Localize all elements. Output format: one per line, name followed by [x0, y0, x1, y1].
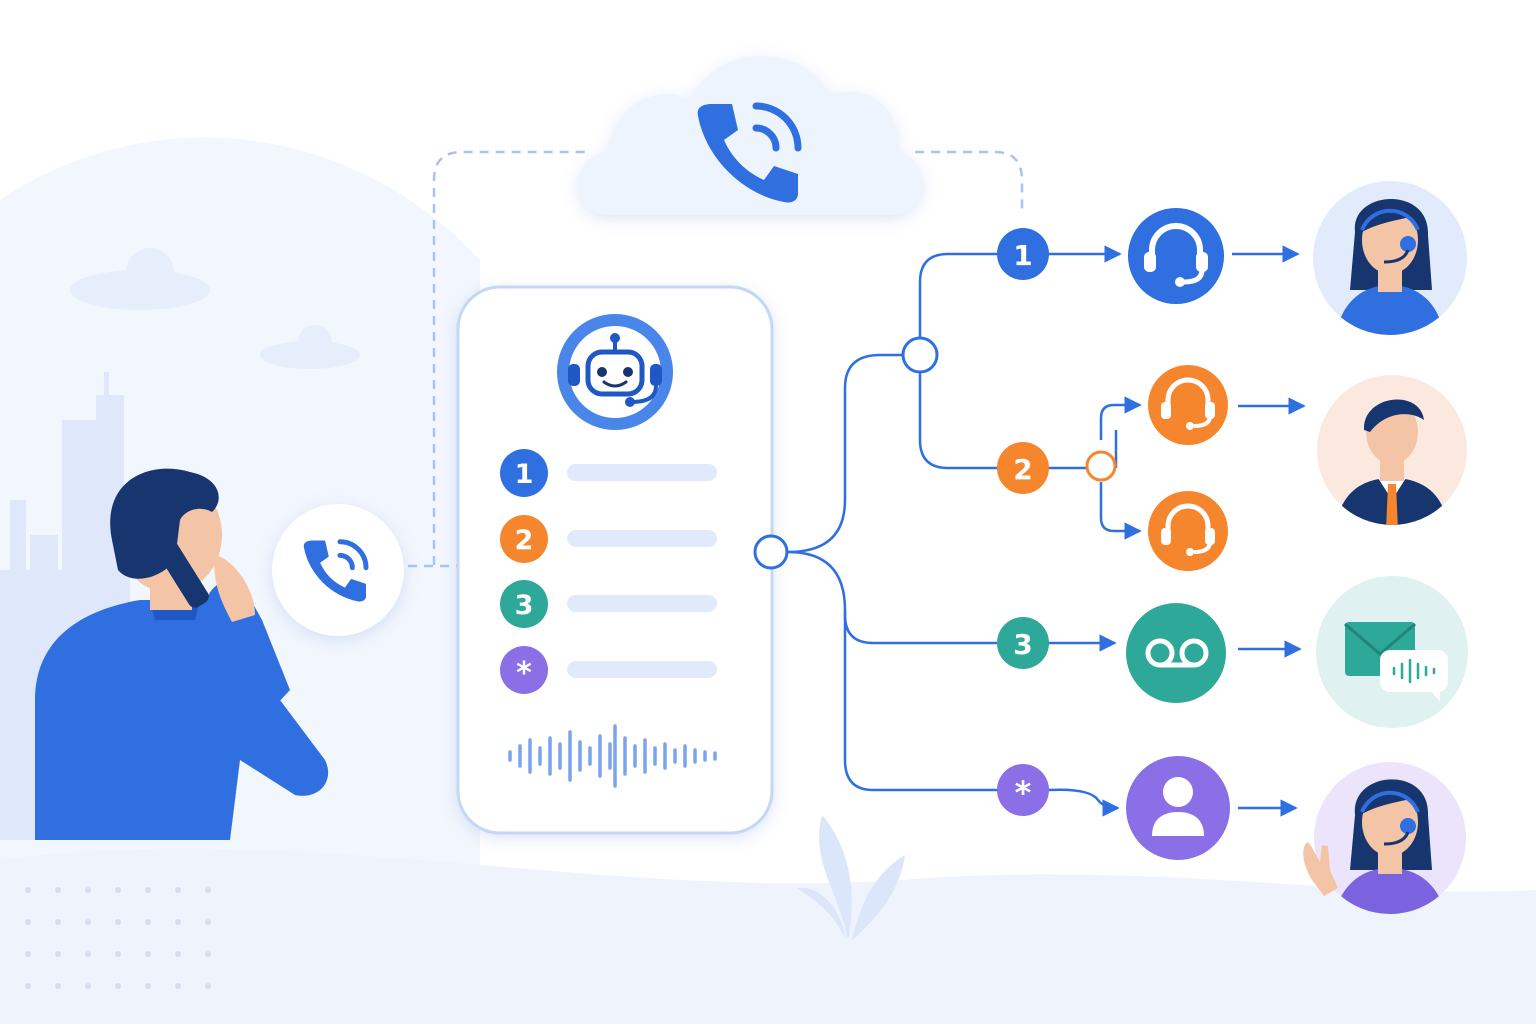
junction-nodes [753, 336, 1117, 570]
speech-bubble-icon [1380, 650, 1448, 702]
voicemail-message-avatar [1316, 576, 1468, 728]
caller-person [35, 468, 329, 840]
support-agent-avatar [1313, 181, 1467, 335]
user-icon [1126, 756, 1230, 860]
audio-waveform [508, 724, 717, 788]
menu-option-2[interactable]: 2 [500, 515, 717, 563]
cloud-links [408, 150, 1024, 568]
dot-grid [25, 887, 211, 989]
headset-icon [1148, 365, 1228, 445]
headset-icon [1128, 208, 1224, 304]
ivr-menu-card: 1 2 3 * [456, 285, 774, 835]
voicemail-icon [1126, 603, 1226, 703]
route-badge-label: * [1015, 774, 1032, 812]
menu-option-badge [500, 646, 548, 694]
menu-option-text-placeholder [567, 595, 717, 612]
waving-hand-icon [1303, 842, 1338, 896]
menu-option-badge [500, 449, 548, 497]
phone-ringing-icon [697, 102, 802, 203]
menu-option-star[interactable]: * [500, 646, 717, 694]
menu-option-3[interactable]: 3 [500, 580, 717, 628]
route-badge-label: 2 [1013, 453, 1032, 486]
route-badge-3: 3 [997, 617, 1049, 669]
headset-icon [1148, 491, 1228, 571]
menu-option-label: 3 [515, 590, 534, 621]
menu-option-1[interactable]: 1 [500, 449, 717, 497]
sales-agent-avatar [1317, 375, 1467, 525]
route-badge-2: 2 [997, 442, 1049, 494]
route-badge-star: * [997, 764, 1049, 816]
route-badge-label: 1 [1013, 239, 1032, 272]
menu-option-text-placeholder [567, 464, 717, 481]
route-badge-1: 1 [997, 228, 1049, 280]
menu-option-badge [500, 580, 548, 628]
plant-decoration [797, 815, 905, 940]
route-badge-label: 3 [1013, 628, 1032, 661]
cloud [578, 56, 923, 216]
menu-option-badge [500, 515, 548, 563]
robot-headset-icon [557, 314, 673, 430]
phone-ringing-icon [303, 539, 369, 602]
menu-option-label: 2 [515, 525, 534, 556]
operator-avatar [1303, 762, 1466, 914]
mobile-phone-icon [157, 540, 209, 608]
menu-option-text-placeholder [567, 661, 717, 678]
caller-call-bubble [272, 504, 404, 636]
menu-option-label: * [516, 656, 532, 691]
routing-lines [787, 245, 1306, 817]
menu-option-text-placeholder [567, 530, 717, 547]
small-cloud-icon [70, 248, 360, 369]
menu-option-label: 1 [515, 459, 534, 490]
